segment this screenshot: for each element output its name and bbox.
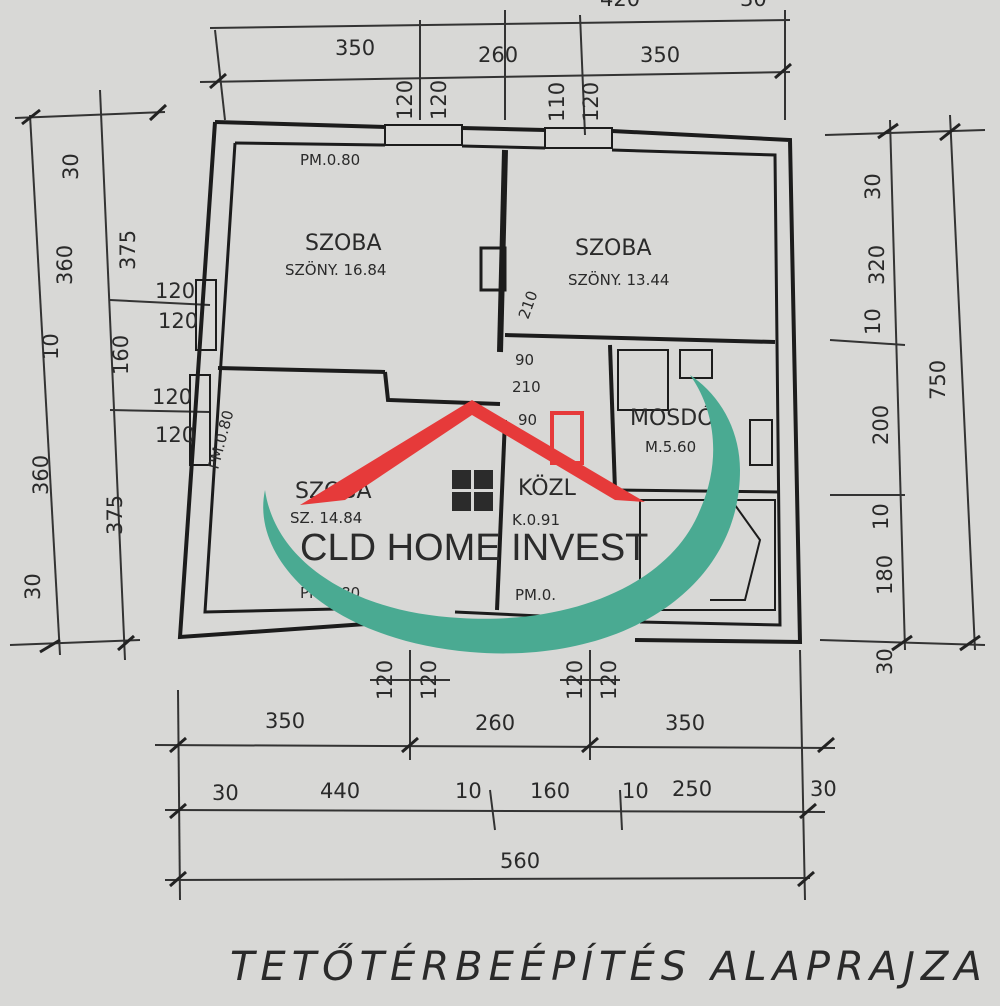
dim-top-win-3: 110	[545, 82, 569, 122]
dim-left-2: 360	[53, 245, 77, 285]
hall-door-3: 90	[518, 411, 537, 429]
dim-bottom-row2-7: 30	[810, 777, 837, 801]
dim-right-total: 750	[926, 360, 950, 400]
dim-bottom-win-3: 120	[563, 660, 587, 700]
dim-bottom-1: 350	[265, 709, 305, 733]
dim-right-2: 320	[865, 245, 889, 285]
dimension-ticks	[21, 62, 981, 888]
walls	[177, 120, 803, 645]
dim-right-3: 10	[861, 308, 885, 335]
dim-left-win-3: 120	[152, 385, 192, 409]
bathroom-area: M.5.60	[645, 438, 696, 456]
dimension-labels: 420 30 350 260 350 120 120 110 120 30 36…	[21, 0, 950, 873]
drawing-title: TETŐTÉRBEÉPÍTÉS ALAPRAJZA	[230, 941, 988, 990]
hall-door-2: 210	[512, 378, 541, 396]
dim-top-win-1: 120	[393, 80, 417, 120]
hall-bottom-label: PM.0.	[515, 586, 556, 604]
dim-bottom-2: 260	[475, 711, 515, 735]
dim-bottom-row2-5: 10	[622, 779, 649, 803]
dim-right-6: 180	[873, 555, 897, 595]
hall-name: KÖZL	[518, 475, 577, 501]
dim-left-inner-3: 375	[103, 495, 127, 535]
dim-left-inner-1: 375	[116, 230, 140, 270]
dim-top-partial-1: 420	[600, 0, 640, 11]
hall-area: K.0.91	[512, 511, 560, 529]
logo-text: CLD HOME INVEST	[300, 527, 648, 569]
dim-right-4: 200	[869, 405, 893, 445]
dim-bottom-row2-3: 10	[455, 779, 482, 803]
room2-name: SZOBA	[575, 236, 652, 261]
room1-name: SZOBA	[305, 231, 382, 256]
logo-roof	[300, 400, 645, 505]
room1-area: SZÖNY. 16.84	[285, 260, 386, 279]
logo: CLD HOME INVEST	[263, 375, 740, 654]
dim-top-2: 260	[478, 43, 518, 67]
dim-left-3: 10	[39, 333, 63, 360]
dim-right-5: 10	[869, 503, 893, 530]
dim-right-7: 30	[873, 648, 897, 675]
dim-top-partial-2: 30	[740, 0, 767, 11]
dim-bottom-3: 350	[665, 711, 705, 735]
dim-left-4: 360	[29, 455, 53, 495]
logo-window-icon	[452, 470, 493, 511]
bathroom-name: MOSDÓ	[630, 405, 715, 431]
dim-bottom-win-2: 120	[417, 660, 441, 700]
room3-area: SZ. 14.84	[290, 509, 362, 527]
dim-top-win-4: 120	[579, 82, 603, 122]
hall-door-1: 90	[515, 351, 534, 369]
dim-left-win-2: 120	[158, 309, 198, 333]
logo-chimney	[550, 411, 584, 465]
dim-top-3: 350	[640, 43, 680, 67]
dim-left-win-1: 120	[155, 279, 195, 303]
dim-bottom-win-1: 120	[373, 660, 397, 700]
dim-bottom-total: 560	[500, 849, 540, 873]
dim-left-1: 30	[59, 153, 83, 180]
room1-window-label: PM.0.80	[300, 151, 360, 169]
dim-right-1: 30	[861, 173, 885, 200]
dim-left-inner-2: 160	[109, 335, 133, 375]
dim-bottom-row2-1: 30	[212, 781, 239, 805]
dim-top-1: 350	[335, 36, 375, 60]
room2-area: SZÖNY. 13.44	[568, 270, 669, 289]
dim-bottom-row2-4: 160	[530, 779, 570, 803]
dim-left-5: 30	[21, 573, 45, 600]
dim-top-win-2: 120	[427, 80, 451, 120]
dim-left-win-4: 120	[155, 423, 195, 447]
dimension-lines	[9, 10, 986, 901]
dim-bottom-win-4: 120	[597, 660, 621, 700]
dim-bottom-row2-2: 440	[320, 779, 360, 803]
dim-bottom-row2-6: 250	[672, 777, 712, 801]
